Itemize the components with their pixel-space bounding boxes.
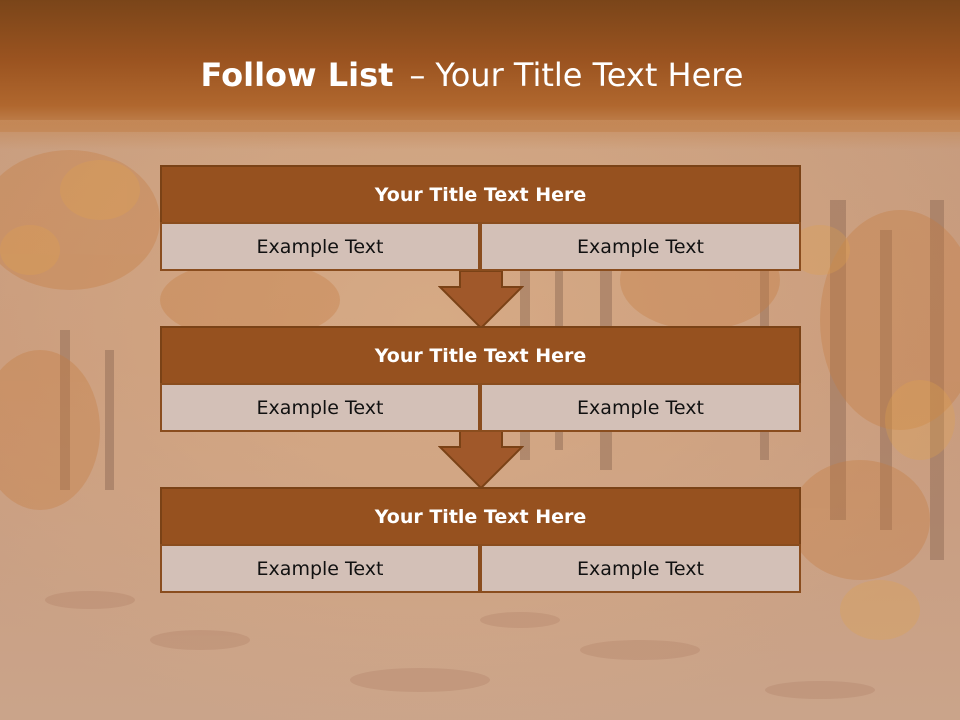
list-block-1: Your Title Text Here Example Text Exampl… — [160, 165, 801, 271]
slide-title-bold: Follow List — [200, 56, 394, 94]
down-arrow-icon — [438, 430, 524, 490]
list-block-3: Your Title Text Here Example Text Exampl… — [160, 487, 801, 593]
slide-title: Follow List–Your Title Text Here — [0, 56, 944, 94]
block-right-text: Example Text — [480, 222, 801, 271]
block-left-text: Example Text — [160, 544, 480, 593]
block-right-text: Example Text — [480, 544, 801, 593]
slide-title-text: Your Title Text Here — [435, 56, 744, 94]
slide-title-dash: – — [409, 56, 426, 94]
block-left-text: Example Text — [160, 222, 480, 271]
list-block-2: Your Title Text Here Example Text Exampl… — [160, 326, 801, 432]
block-title: Your Title Text Here — [160, 165, 801, 224]
block-left-text: Example Text — [160, 383, 480, 432]
block-title: Your Title Text Here — [160, 326, 801, 385]
down-arrow-icon — [438, 270, 524, 330]
title-bar-fade — [0, 120, 960, 150]
block-right-text: Example Text — [480, 383, 801, 432]
block-title: Your Title Text Here — [160, 487, 801, 546]
title-bar — [0, 0, 960, 132]
